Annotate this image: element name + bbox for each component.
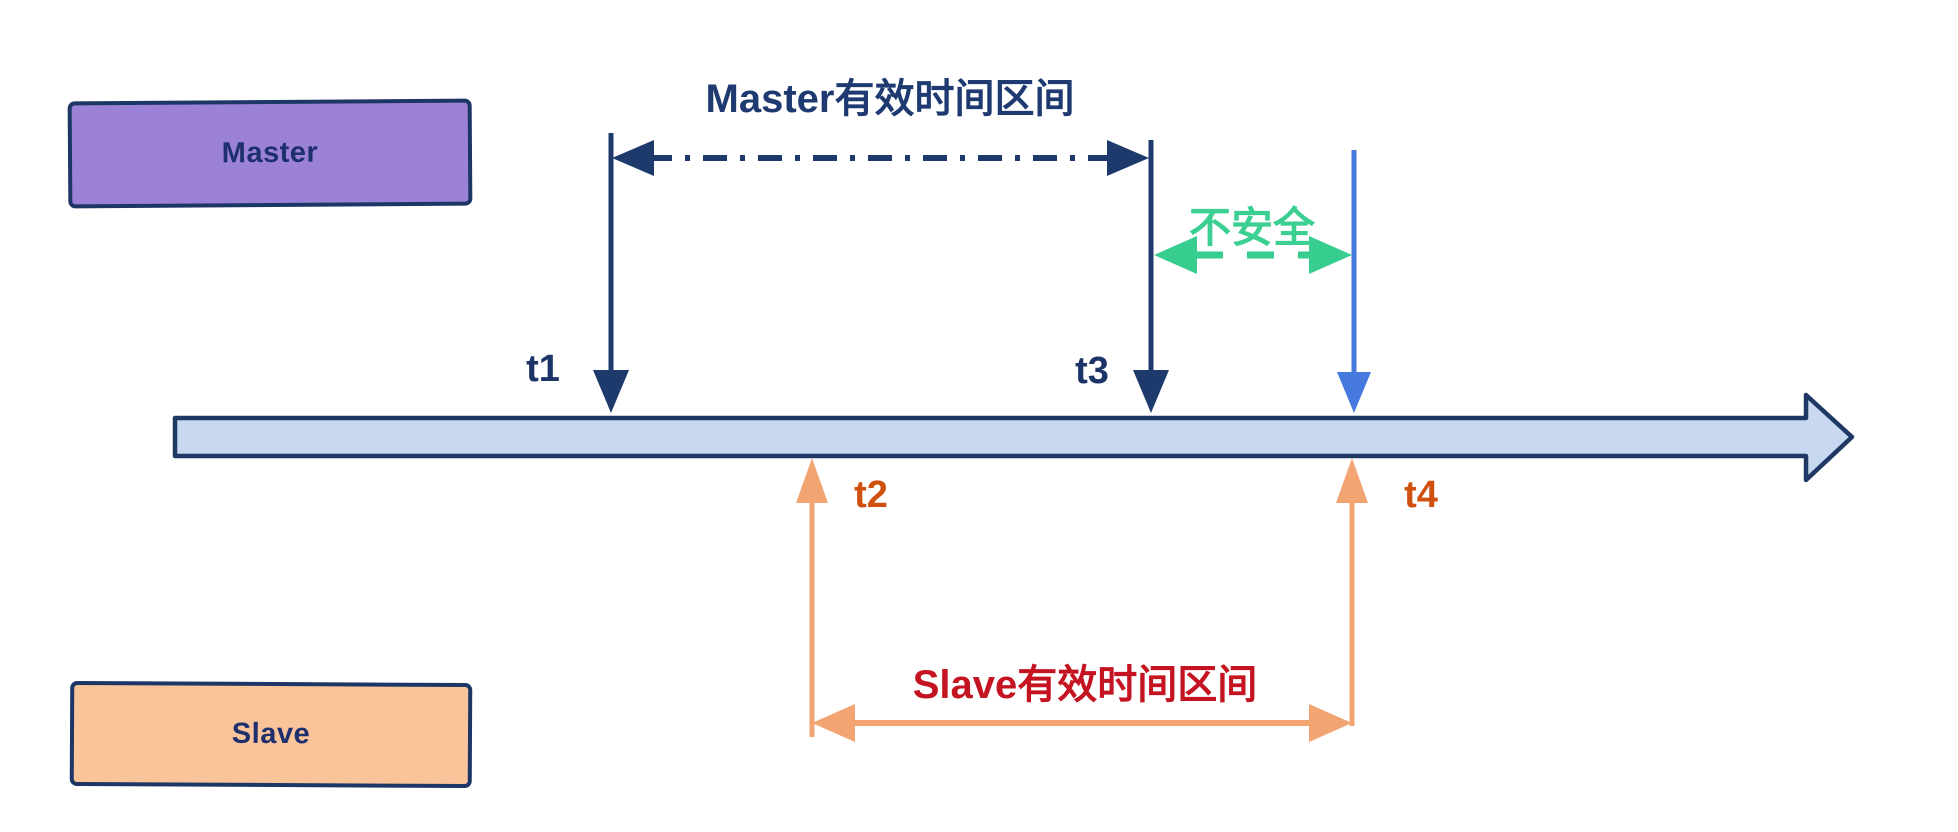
t1-label: t1 (526, 348, 560, 390)
unsafe-label: 不安全 (1188, 204, 1316, 251)
t4-label: t4 (1404, 474, 1438, 516)
t2-marker-arrow (796, 458, 828, 737)
master-interval-arrow (612, 140, 1149, 176)
t3-marker-arrow (1133, 140, 1169, 413)
t2-label: t2 (854, 474, 888, 516)
t1-marker-arrow (593, 133, 629, 413)
slave-interval-title: Slave有效时间区间 (912, 663, 1258, 707)
timeline-axis-arrow (172, 392, 1855, 483)
t3-label: t3 (1075, 350, 1109, 392)
unsafe-interval-arrow (1154, 236, 1352, 274)
master-interval-title: Master有效时间区间 (705, 77, 1075, 121)
blue-marker-arrow (1337, 150, 1371, 413)
slave-interval-arrow (812, 704, 1352, 742)
t4-marker-arrow (1336, 458, 1368, 726)
